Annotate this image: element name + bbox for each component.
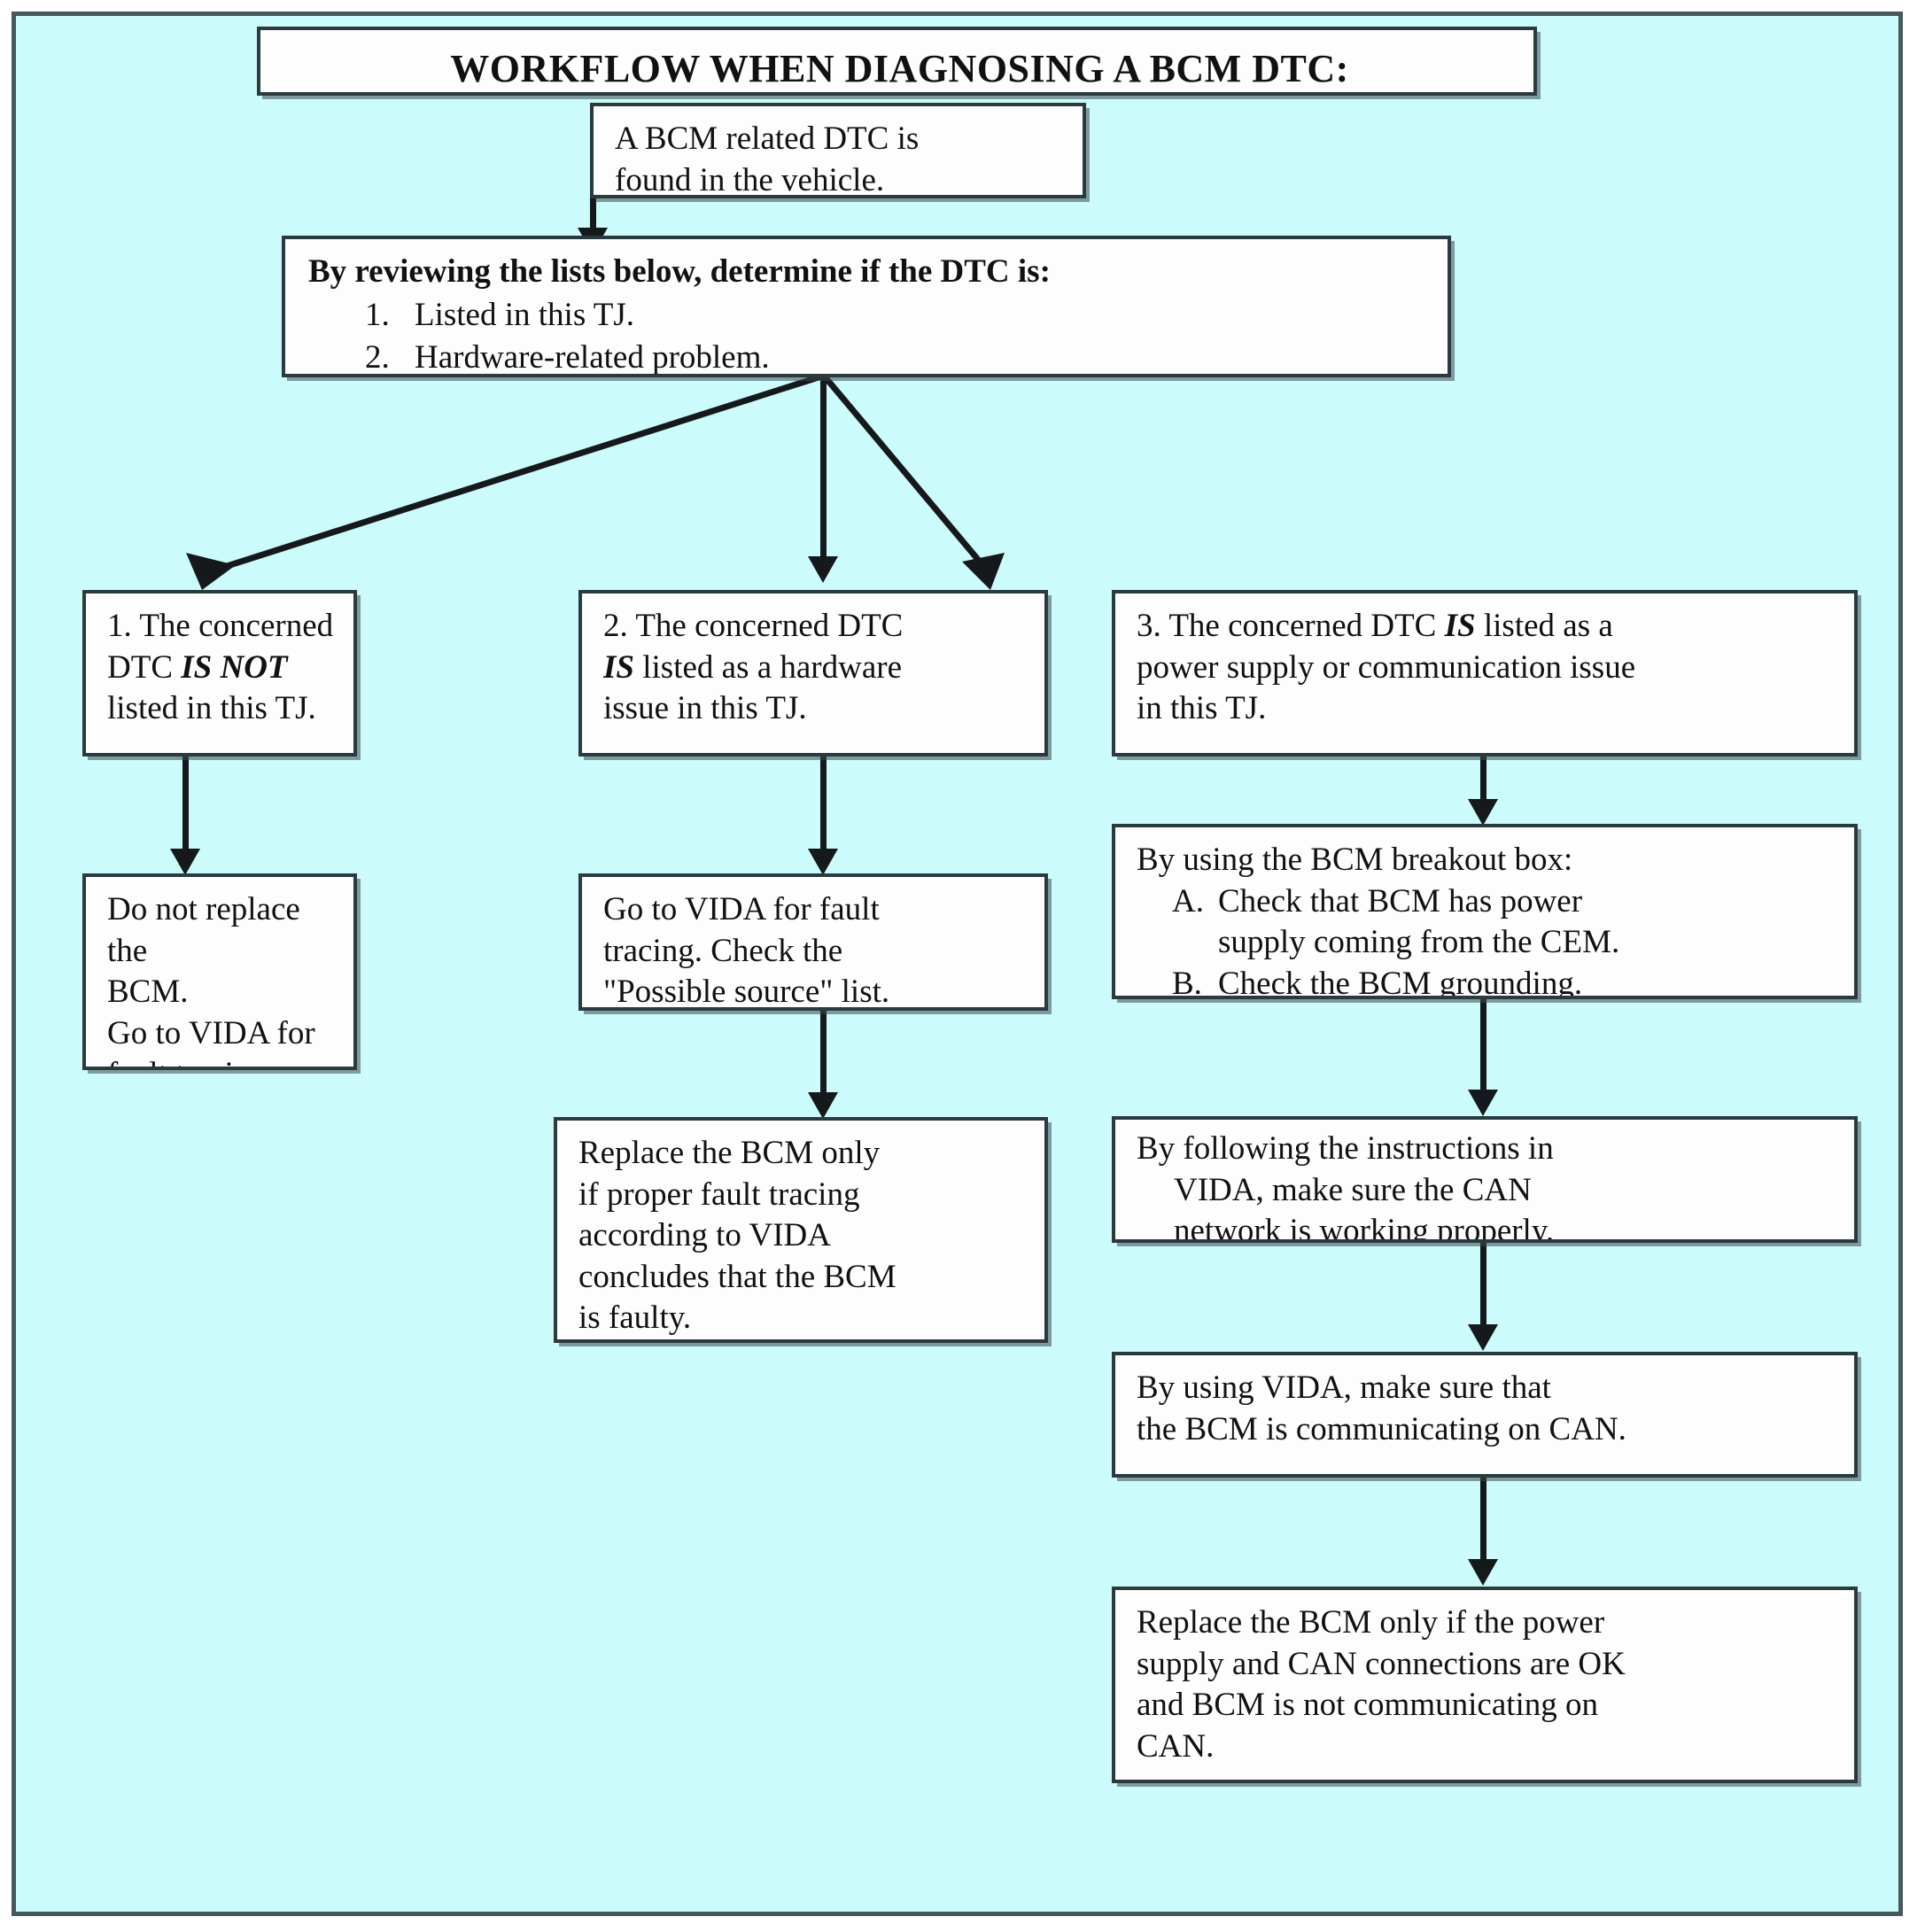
arrowhead-can-comm-to-final — [1468, 1559, 1498, 1586]
node-final-replace: Replace the BCM only if the power supply… — [1112, 1587, 1858, 1783]
node-result-3: Replace the BCM only if proper fault tra… — [554, 1117, 1048, 1343]
arrowhead-decision-to-branch2 — [808, 556, 838, 583]
branch1-line2: DTC IS NOT — [107, 648, 288, 686]
connector-can-comm-to-final — [1480, 1478, 1486, 1566]
node-branch-2: 2. The concerned DTC IS listed as a hard… — [578, 590, 1048, 757]
node-can-communicating: By using VIDA, make sure that the BCM is… — [1112, 1352, 1858, 1478]
arrowhead-branch2-to-result2 — [808, 849, 838, 875]
connector-decision-to-branch2 — [820, 376, 827, 563]
list-item: A. Check that BCM has power — [1172, 882, 1583, 919]
arrowhead-branch1-to-result1 — [170, 849, 200, 875]
node-branch-3: 3. The concerned DTC IS listed as a powe… — [1112, 590, 1858, 757]
connector-branch2-to-result2 — [820, 757, 827, 856]
arrowhead-branch3-to-breakout — [1468, 799, 1498, 826]
node-result-2: Go to VIDA for fault tracing. Check the … — [578, 873, 1048, 1011]
connector-breakout-to-can-network — [1480, 999, 1486, 1102]
node-result-1: Do not replace the BCM. Go to VIDA for f… — [82, 873, 357, 1070]
arrowhead-result2-to-result3 — [808, 1092, 838, 1119]
node-can-network: By following the instructions in VIDA, m… — [1112, 1116, 1858, 1243]
decision-list: 1. Listed in this TJ. 2. Hardware-relate… — [308, 295, 1432, 376]
node-breakout-box: By using the BCM breakout box: A. Check … — [1112, 824, 1858, 999]
branch3-line1: 3. The concerned DTC IS listed as a — [1137, 608, 1613, 644]
diagram-panel: WORKFLOW WHEN DIAGNOSING A BCM DTC: A BC… — [12, 12, 1903, 1916]
arrowhead-breakout-to-can-network — [1468, 1090, 1498, 1116]
arrowhead-can-network-to-can-comm — [1468, 1324, 1498, 1351]
diagram-title: WORKFLOW WHEN DIAGNOSING A BCM DTC: — [257, 27, 1537, 96]
breakout-heading: By using the BCM breakout box: — [1137, 842, 1573, 878]
node-decision: By reviewing the lists below, determine … — [282, 236, 1451, 377]
list-item: supply coming from the CEM. — [1218, 924, 1620, 961]
connector-can-network-to-can-comm — [1480, 1243, 1486, 1331]
list-item: 1. Listed in this TJ. — [365, 296, 635, 333]
connector-start-to-decision — [590, 198, 596, 236]
breakout-list: A. Check that BCM has power supply comin… — [1137, 881, 1838, 999]
connector-branch3-to-breakout — [1480, 757, 1486, 815]
list-item: 2. Hardware-related problem. — [365, 339, 770, 376]
node-branch-1: 1. The concerned DTC IS NOT listed in th… — [82, 590, 357, 757]
decision-heading: By reviewing the lists below, determine … — [308, 253, 1051, 290]
branch2-line2: IS listed as a hardware — [603, 648, 903, 686]
connector-layer — [186, 372, 1005, 590]
node-start: A BCM related DTC is found in the vehicl… — [590, 103, 1086, 198]
list-item: B. Check the BCM grounding. — [1172, 965, 1583, 999]
connector-branch1-to-result1 — [182, 757, 189, 856]
connector-result2-to-result3 — [820, 1011, 827, 1099]
